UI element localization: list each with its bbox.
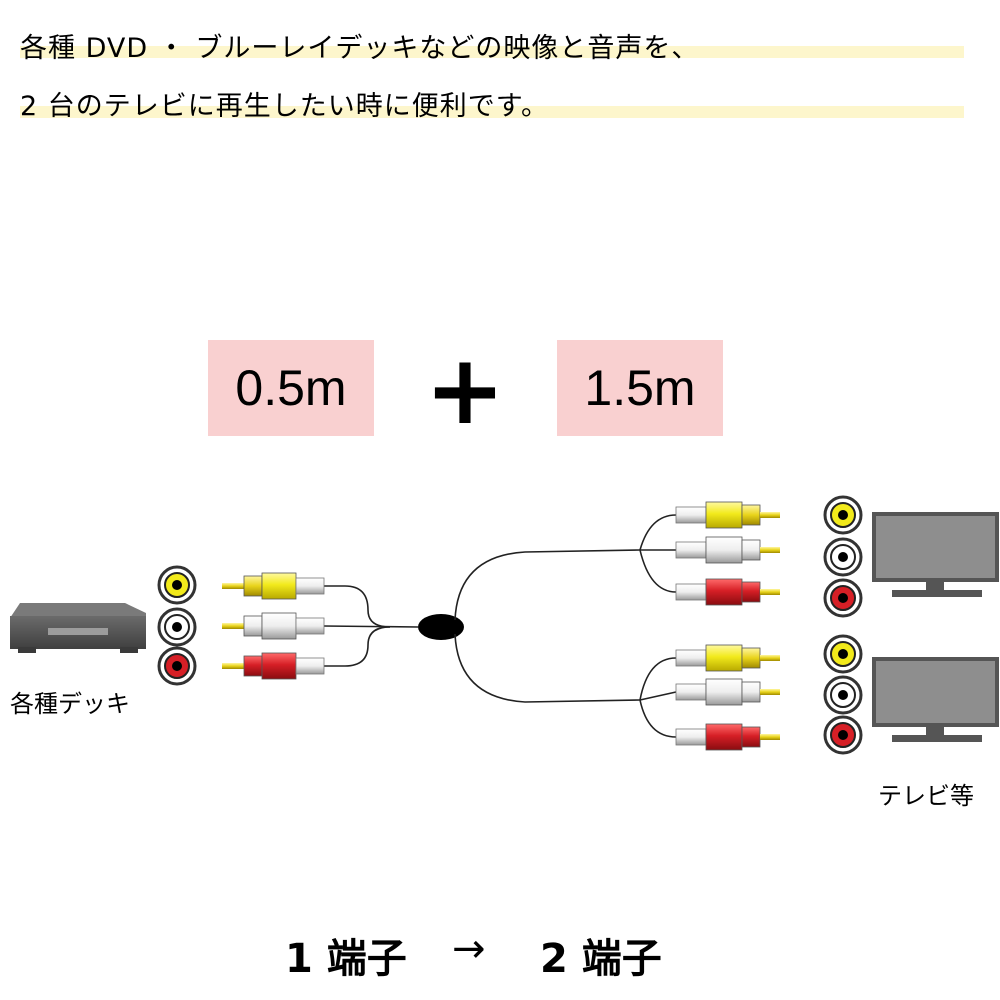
dest2-jack-yellow-icon bbox=[823, 634, 863, 674]
dest1-jack-red-icon bbox=[823, 578, 863, 618]
dest1-jack-white-icon bbox=[823, 537, 863, 577]
tv-icon-2 bbox=[872, 657, 999, 742]
long-cables bbox=[454, 514, 677, 738]
source-jack-yellow-icon bbox=[157, 565, 197, 605]
footer-arrow: → bbox=[452, 926, 486, 972]
length-box-second: 1.5m bbox=[557, 340, 723, 436]
dest2-plug-yellow-icon bbox=[675, 644, 780, 672]
header-line-1: 各種 DVD ・ ブルーレイデッキなどの映像と音声を、 bbox=[20, 33, 700, 64]
dest1-plug-white-icon bbox=[675, 536, 780, 564]
dest2-plug-red-icon bbox=[675, 723, 780, 751]
short-cables bbox=[323, 585, 419, 667]
dest2-jack-white-icon bbox=[823, 675, 863, 715]
destination-label: テレビ等 bbox=[878, 782, 974, 810]
splitter-icon bbox=[418, 614, 464, 640]
line1-highlight bbox=[20, 46, 964, 58]
source-jack-white-icon bbox=[157, 607, 197, 647]
plus-sign: + bbox=[424, 334, 506, 446]
tv-icon-1 bbox=[872, 512, 999, 597]
dvd-deck-icon bbox=[10, 603, 146, 653]
length-box-first: 0.5m bbox=[208, 340, 374, 436]
source-jack-red-icon bbox=[157, 646, 197, 686]
dest1-jack-yellow-icon bbox=[823, 495, 863, 535]
footer-from: 1 端子 bbox=[285, 936, 407, 982]
line2-highlight bbox=[20, 106, 964, 118]
header-line-2: 2 台のテレビに再生したい時に便利です。 bbox=[20, 91, 550, 122]
dest1-plug-red-icon bbox=[675, 578, 780, 606]
source-plug-red-icon bbox=[222, 652, 325, 680]
source-label: 各種デッキ bbox=[10, 690, 130, 718]
source-plug-white-icon bbox=[222, 612, 325, 640]
dest1-plug-yellow-icon bbox=[675, 501, 780, 529]
dest2-plug-white-icon bbox=[675, 678, 780, 706]
footer-to: 2 端子 bbox=[540, 936, 662, 982]
source-plug-yellow-icon bbox=[222, 572, 325, 600]
dest2-jack-red-icon bbox=[823, 715, 863, 755]
